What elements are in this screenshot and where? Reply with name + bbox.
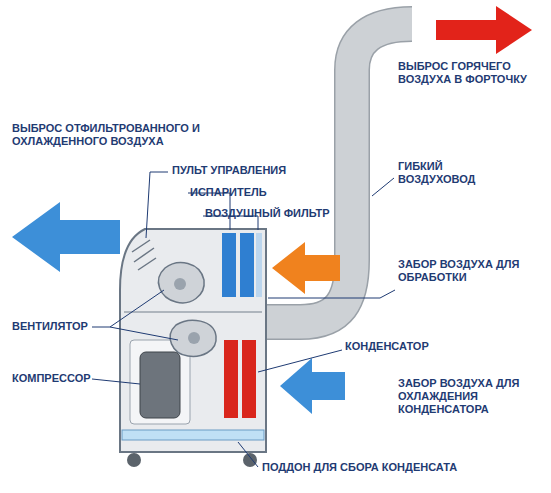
callout-label: ВЫБРОС ОТФИЛЬТРОВАННОГО И ОХЛАЖДЕННОГО В… xyxy=(12,122,202,148)
wheel xyxy=(127,453,141,467)
callout-label: ЗАБОР ВОЗДУХА ДЛЯ ОБРАБОТКИ xyxy=(398,258,523,284)
hot-air-arrow xyxy=(436,6,532,54)
unit-housing xyxy=(120,229,266,452)
fan-hub xyxy=(174,278,186,290)
intake-arrow xyxy=(272,242,340,294)
leader-line xyxy=(372,178,394,196)
cool-air-arrow xyxy=(12,202,120,272)
compressor xyxy=(140,352,180,418)
leader-lines xyxy=(92,172,395,467)
part-label: ПУЛЬТ УПРАВЛЕНИЯ xyxy=(172,164,332,177)
condensate-tray xyxy=(122,430,264,440)
evaporator xyxy=(222,233,236,297)
condenser xyxy=(224,340,238,418)
inner-shelf xyxy=(124,311,262,313)
evaporator xyxy=(240,233,254,297)
wheel xyxy=(243,453,257,467)
air-filter xyxy=(256,233,262,297)
condenser-intake-arrow xyxy=(280,358,345,414)
part-label: КОМПРЕССОР xyxy=(12,372,102,385)
condenser xyxy=(242,340,256,418)
fan-hub xyxy=(188,332,200,344)
fan-lower xyxy=(170,320,216,356)
callout-label: ВЫБРОС ГОРЯЧЕГО ВОЗДУХА В ФОРТОЧКУ xyxy=(398,60,543,86)
leader-line xyxy=(92,290,164,327)
part-label: ГИБКИЙ ВОЗДУХОВОД xyxy=(398,160,490,186)
leader-line xyxy=(258,350,342,372)
part-label: КОНДЕНСАТОР xyxy=(345,340,455,353)
fan-upper xyxy=(159,263,205,303)
leader-line xyxy=(268,290,395,298)
control-panel xyxy=(132,240,156,270)
leader-line xyxy=(146,172,168,238)
leader-line xyxy=(92,379,140,384)
part-label: ВЕНТИЛЯТОР xyxy=(12,320,102,333)
part-label: ПОДДОН ДЛЯ СБОРА КОНДЕНСАТА xyxy=(262,461,502,474)
leader-line xyxy=(110,327,178,340)
callout-label: ЗАБОР ВОЗДУХА ДЛЯ ОХЛАЖДЕНИЯ КОНДЕНСАТОР… xyxy=(398,377,526,416)
leader-line xyxy=(238,442,258,467)
part-label: ВОЗДУШНЫЙ ФИЛЬТР xyxy=(205,207,333,220)
part-label: ИСПАРИТЕЛЬ xyxy=(190,186,300,199)
